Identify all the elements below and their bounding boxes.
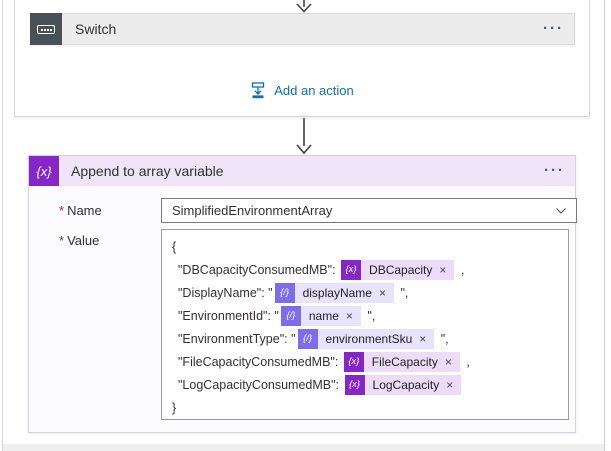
name-dropdown[interactable]: SimplifiedEnvironmentArray xyxy=(161,198,577,223)
value-field-label: *Value xyxy=(59,233,100,248)
variable-token-icon: {x} xyxy=(343,351,364,372)
value-line: } xyxy=(172,400,177,415)
value-line: "FileCapacityConsumedMB": {x}FileCapacit… xyxy=(172,350,558,373)
token-body: DBCapacity × xyxy=(361,259,455,280)
variable-token-icon: {x} xyxy=(341,259,362,280)
dynamic-content-token[interactable]: {/} environmentSku × xyxy=(297,328,435,349)
token-label: environmentSku xyxy=(325,331,413,346)
value-line: "LogCapacityConsumedMB": {x}LogCapacity× xyxy=(172,373,558,396)
add-action-icon xyxy=(250,82,266,99)
remove-token-icon[interactable]: × xyxy=(345,308,353,323)
token-label: name xyxy=(308,308,339,323)
token-label: displayName xyxy=(302,285,372,300)
name-dropdown-value: SimplifiedEnvironmentArray xyxy=(172,203,333,218)
dynamic-content-token[interactable]: {x} LogCapacity × xyxy=(344,374,462,395)
switch-action-card[interactable]: Switch ··· xyxy=(30,13,575,45)
token-body: environmentSku × xyxy=(317,328,435,349)
required-asterisk: * xyxy=(59,233,65,248)
chevron-down-icon xyxy=(555,207,567,215)
append-card-title: Append to array variable xyxy=(71,163,224,179)
add-action-label: Add an action xyxy=(274,83,354,98)
dynamic-content-token[interactable]: {x} FileCapacity × xyxy=(343,351,460,372)
dynamic-content-icon: {/} xyxy=(274,282,295,303)
canvas-right-edge xyxy=(604,0,605,451)
token-body: displayName × xyxy=(294,282,394,303)
variable-action-icon: {x} xyxy=(29,156,59,186)
switch-card-title: Switch xyxy=(75,21,117,37)
value-line: "EnvironmentType": "{/}environmentSku× "… xyxy=(172,327,558,350)
append-to-array-variable-card: {x} Append to array variable ··· *Name S… xyxy=(28,155,577,433)
variable-token-icon: {x} xyxy=(344,374,365,395)
token-label: DBCapacity xyxy=(369,262,433,277)
value-line: "DisplayName": "{/}displayName× ", xyxy=(172,281,558,304)
dynamic-content-icon: {/} xyxy=(280,305,301,326)
connector-arrow-top xyxy=(296,0,312,13)
value-line: "EnvironmentId": "{/}name× ", xyxy=(172,304,558,327)
append-menu-ellipsis-icon[interactable]: ··· xyxy=(544,162,565,179)
remove-token-icon[interactable]: × xyxy=(444,354,452,369)
append-card-header[interactable]: {x} Append to array variable ··· xyxy=(29,156,575,186)
remove-token-icon[interactable]: × xyxy=(439,262,447,277)
token-label: FileCapacity xyxy=(371,354,438,369)
remove-token-icon[interactable]: × xyxy=(419,331,427,346)
required-asterisk: * xyxy=(59,203,65,218)
canvas-bottom-edge xyxy=(3,444,604,451)
value-line: "DBCapacityConsumedMB": {x}DBCapacity× , xyxy=(172,258,558,281)
switch-key-glyph xyxy=(37,24,55,34)
switch-icon xyxy=(30,13,62,45)
canvas-left-edge xyxy=(2,0,3,451)
dynamic-content-token[interactable]: {x} DBCapacity × xyxy=(341,259,455,280)
token-body: LogCapacity × xyxy=(364,374,462,395)
remove-token-icon[interactable]: × xyxy=(446,377,454,392)
token-body: FileCapacity × xyxy=(363,351,460,372)
dynamic-content-token[interactable]: {/} displayName × xyxy=(274,282,394,303)
switch-menu-ellipsis-icon[interactable]: ··· xyxy=(543,20,564,37)
connector-arrow-middle xyxy=(296,118,312,155)
value-line: { xyxy=(172,239,177,254)
dynamic-content-token[interactable]: {/} name × xyxy=(280,305,361,326)
add-action-button[interactable]: Add an action xyxy=(14,82,590,99)
token-body: name × xyxy=(300,305,361,326)
name-field-label: *Name xyxy=(59,203,102,218)
token-label: LogCapacity xyxy=(372,377,440,392)
remove-token-icon[interactable]: × xyxy=(378,285,386,300)
dynamic-content-icon: {/} xyxy=(297,328,318,349)
value-editor[interactable]: {"DBCapacityConsumedMB": {x}DBCapacity× … xyxy=(161,229,569,420)
